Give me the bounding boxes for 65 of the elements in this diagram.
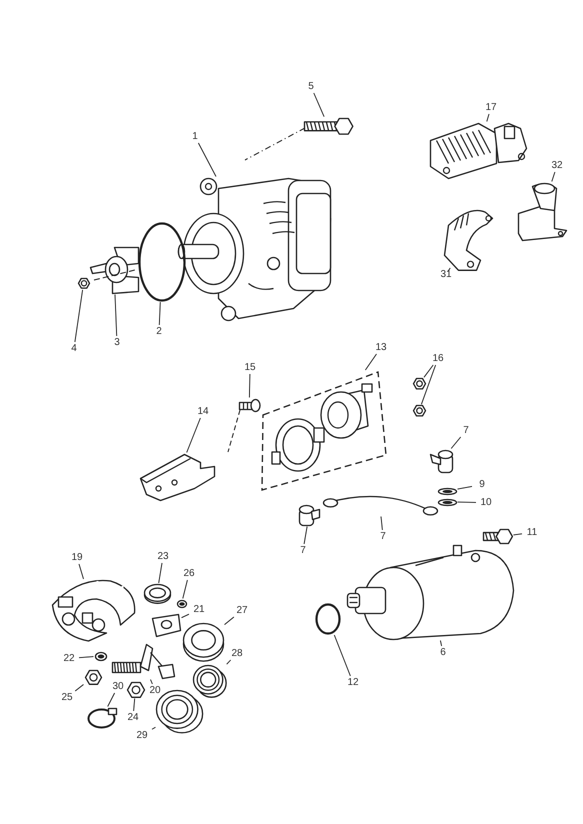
callout-number: 21 xyxy=(189,603,209,616)
callout-number: 4 xyxy=(64,342,84,355)
callout-number: 30 xyxy=(108,680,128,693)
leader-line xyxy=(364,354,377,370)
leader-line xyxy=(181,614,190,618)
callout-number: 7 xyxy=(293,544,313,557)
leader-line xyxy=(224,616,234,626)
leader-line xyxy=(78,656,94,658)
leader-line xyxy=(420,364,436,405)
callout-number: 7 xyxy=(373,530,393,543)
leader-line xyxy=(78,564,84,580)
callout-number: 7 xyxy=(456,424,476,437)
leader-line xyxy=(440,640,442,646)
callout-number: 28 xyxy=(227,647,247,660)
leader-line xyxy=(248,374,250,398)
callout-number: 9 xyxy=(472,478,492,491)
leader-line xyxy=(551,172,556,182)
leader-line xyxy=(198,142,216,177)
leader-line xyxy=(450,436,462,449)
callout-number: 24 xyxy=(123,711,143,724)
callout-number: 1 xyxy=(185,130,205,143)
callout-number: 25 xyxy=(57,691,77,704)
callout-number: 22 xyxy=(59,652,79,665)
callout-number: 6 xyxy=(433,646,453,659)
callout-number: 20 xyxy=(145,684,165,697)
leader-line xyxy=(226,660,232,665)
leader-line xyxy=(304,526,308,544)
leader-line xyxy=(158,562,162,584)
leader-line xyxy=(152,726,156,730)
callout-number: 11 xyxy=(522,526,542,539)
leader-line xyxy=(457,486,472,490)
callout-number: 2 xyxy=(149,325,169,338)
callout-number: 32 xyxy=(547,159,567,172)
callout-number: 5 xyxy=(301,80,321,93)
leader-line xyxy=(457,502,476,503)
leader-line xyxy=(380,516,383,530)
leader-line xyxy=(74,289,84,342)
leader-line xyxy=(334,634,351,676)
callout-number: 10 xyxy=(476,496,496,509)
callout-number: 29 xyxy=(132,729,152,742)
callout-number: 15 xyxy=(240,361,260,374)
callout-number: 13 xyxy=(371,341,391,354)
callout-number: 26 xyxy=(179,567,199,580)
callout-number: 16 xyxy=(428,352,448,365)
leader-line xyxy=(133,698,136,712)
leader-line xyxy=(486,114,490,122)
leader-line xyxy=(313,92,325,118)
callout-number: 23 xyxy=(153,550,173,563)
leader-line xyxy=(107,692,116,707)
callout-number: 17 xyxy=(481,101,501,114)
callout-number: 12 xyxy=(343,676,363,689)
leader-line xyxy=(447,268,451,272)
callout-number: 3 xyxy=(107,336,127,349)
callout-number: 19 xyxy=(67,551,87,564)
leader-line xyxy=(512,533,522,536)
leader-line xyxy=(182,580,188,599)
callout-number: 31 xyxy=(436,268,456,281)
leader-line xyxy=(158,302,161,326)
leader-line xyxy=(114,294,118,336)
callout-number: 14 xyxy=(193,405,213,418)
leader-line xyxy=(186,418,201,453)
leader-line xyxy=(74,684,84,692)
leader-line xyxy=(150,679,153,684)
callout-number: 27 xyxy=(232,604,252,617)
leader-line xyxy=(424,364,434,378)
